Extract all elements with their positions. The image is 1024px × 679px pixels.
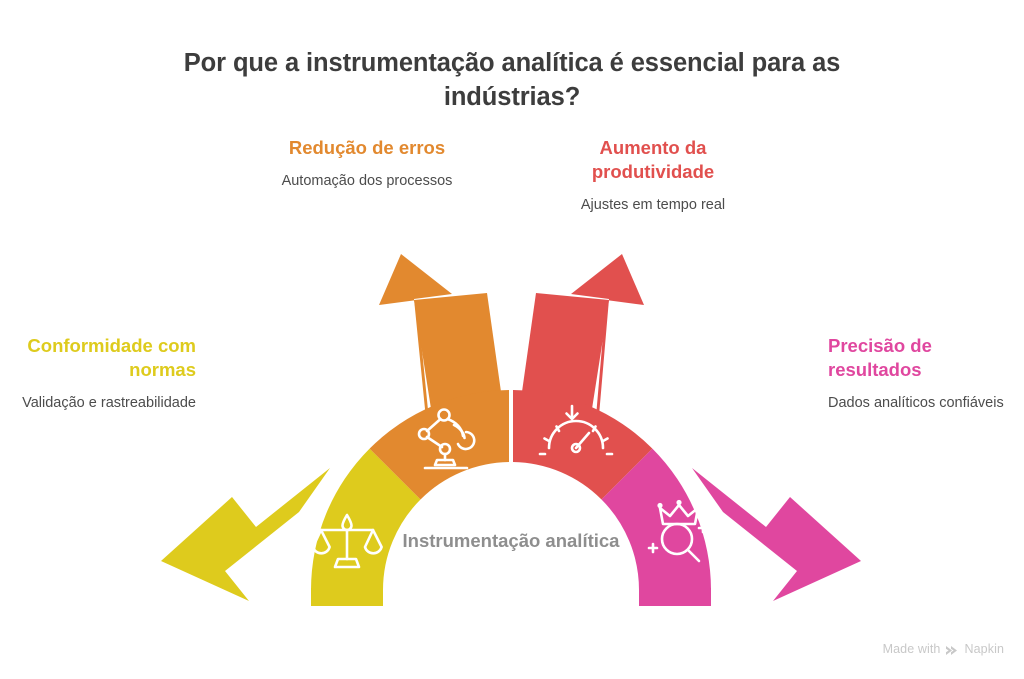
label-aumento: Aumento da produtividade Ajustes em temp… <box>562 136 744 215</box>
label-precisao-heading: Precisão de resultados <box>828 335 932 381</box>
arrow-reducao <box>379 254 452 440</box>
arch-base-precisao <box>639 588 711 606</box>
arrow-aumento <box>571 254 644 440</box>
segment-aumento[interactable] <box>513 254 653 500</box>
label-conformidade-heading: Conformidade com normas <box>27 335 196 381</box>
page-title: Por que a instrumentação analítica é ess… <box>183 49 841 111</box>
arch-wedge-precisao <box>601 448 711 590</box>
label-conformidade-description: Validação e rastreabilidade <box>22 395 196 412</box>
label-reducao-description: Automação dos processos <box>281 173 453 190</box>
arch-base-conformidade <box>311 588 383 606</box>
label-aumento-heading: Aumento da produtividade <box>591 137 715 183</box>
label-precisao-description: Dados analíticos confiáveis <box>828 395 1004 412</box>
segment-precisao[interactable] <box>601 448 862 606</box>
label-precisao: Precisão de resultados Dados analíticos … <box>828 334 1014 413</box>
segment-conformidade[interactable] <box>161 448 421 606</box>
arch-wedge-conformidade <box>311 448 421 590</box>
arrow-conformidade <box>161 468 330 601</box>
gauge-speedometer-icon <box>538 404 614 456</box>
label-conformidade: Conformidade com normas Validação e rast… <box>18 334 196 413</box>
napkin-chevrons-icon <box>945 644 959 657</box>
center-hub-label: Instrumentação analítica <box>402 530 620 551</box>
watermark-brand: Napkin <box>964 642 1004 656</box>
watermark-prefix: Made with <box>882 642 941 656</box>
segment-reducao[interactable] <box>369 254 509 500</box>
label-aumento-description: Ajustes em tempo real <box>580 197 726 214</box>
arch-wedge-aumento <box>513 390 653 500</box>
crown-magnifier-icon <box>647 499 709 563</box>
label-reducao: Redução de erros Automação dos processos <box>276 136 458 191</box>
label-reducao-heading: Redução de erros <box>288 137 446 158</box>
napkin-watermark: Made with Napkin <box>883 642 1004 656</box>
balance-scales-icon <box>311 513 383 569</box>
robot-arm-icon <box>417 408 476 470</box>
arrow-precisao <box>692 468 861 601</box>
